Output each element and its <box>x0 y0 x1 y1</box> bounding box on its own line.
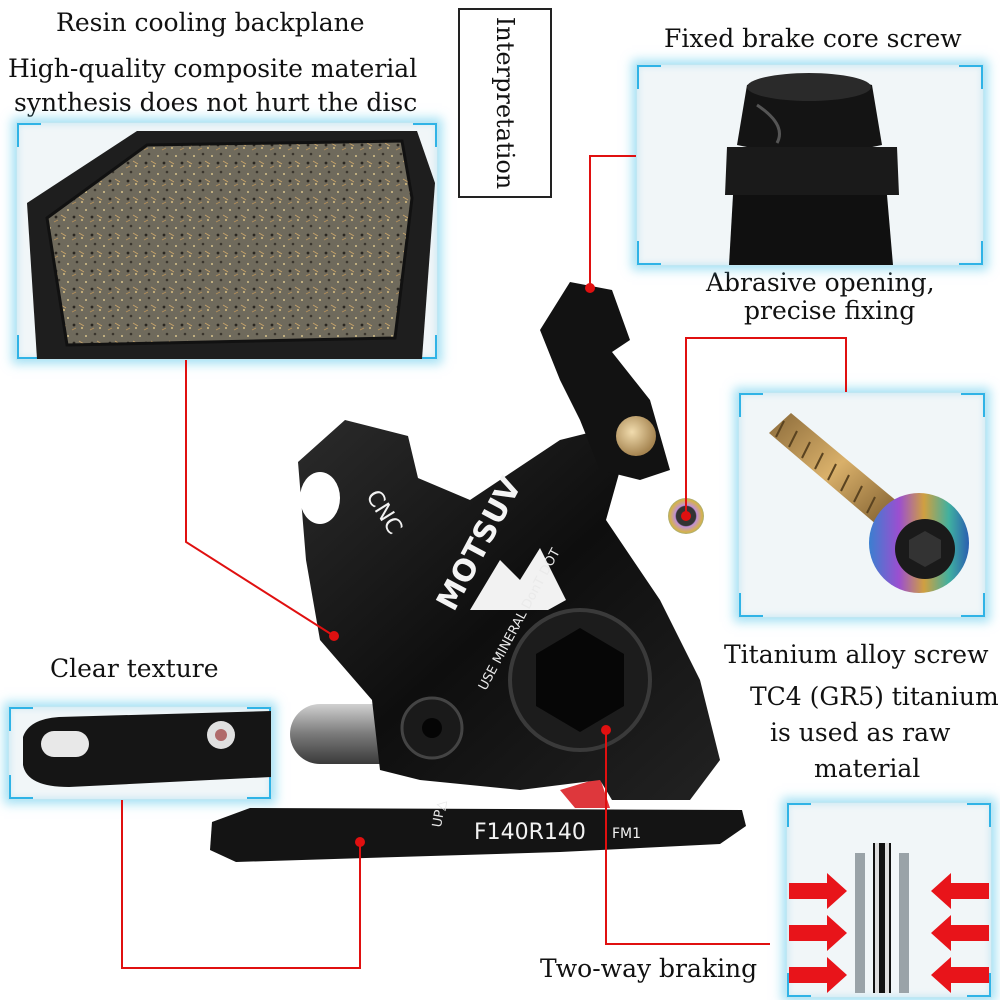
titanium-label-line-2: TC4 (GR5) titanium <box>750 682 999 711</box>
caliper-arm <box>540 282 670 480</box>
mounting-plate-illustration <box>23 711 271 787</box>
callout-dots <box>355 283 691 847</box>
core-screw-photo <box>636 64 984 266</box>
clear-texture-label: Clear texture <box>50 654 219 683</box>
titanium-screw-photo <box>738 392 986 618</box>
right-arrows <box>931 873 989 993</box>
mount-code-suffix: FM1 <box>612 826 642 842</box>
caliper-brand: MOTSUV <box>430 471 529 617</box>
interpretation-label: Interpretation <box>491 16 519 190</box>
core-screw-illustration <box>725 73 899 265</box>
brake-pad-photo <box>16 122 438 360</box>
abrasive-label-line-1: Abrasive opening, <box>706 268 935 297</box>
mounting-plate-photo <box>8 706 272 800</box>
titanium-screw-illustration <box>769 413 969 593</box>
core-screw-label: Fixed brake core screw <box>664 24 962 53</box>
caliper-cnc-mark: CNC <box>360 485 407 540</box>
braking-arrows-illustration <box>789 843 989 993</box>
titanium-label-line-4: material <box>814 754 921 783</box>
resin-desc-line-2: synthesis does not hurt the disc <box>14 88 418 117</box>
resin-desc-line-1: High-quality composite material <box>8 54 418 83</box>
two-way-braking-label: Two-way braking <box>540 954 758 983</box>
two-way-braking-diagram <box>786 802 992 998</box>
abrasive-label-line-2: precise fixing <box>744 296 916 325</box>
resin-title: Resin cooling backplane <box>56 8 365 37</box>
mount-up-mark: UP△ <box>430 799 450 829</box>
interpretation-box: Interpretation <box>458 8 552 198</box>
brake-pad-illustration <box>27 131 435 359</box>
mount-code: F140R140 <box>474 820 586 845</box>
caliper-warning: USE MINERAL DonT DOT <box>476 546 564 694</box>
brass-pivot <box>616 416 656 456</box>
titanium-bolt <box>668 498 704 534</box>
banjo-socket <box>508 608 652 752</box>
left-arrows <box>789 873 847 993</box>
titanium-label-line-1: Titanium alloy screw <box>724 640 989 669</box>
piston-cylinder <box>290 704 420 764</box>
titanium-label-line-3: is used as raw <box>770 718 951 747</box>
